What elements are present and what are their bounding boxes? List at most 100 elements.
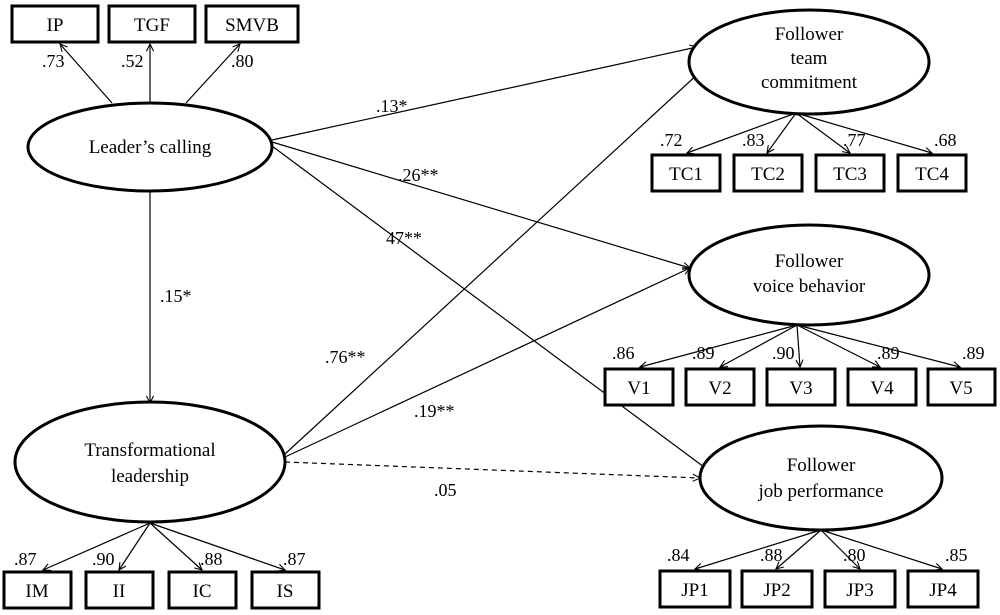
indicator-box-jp2: JP2: [740, 569, 814, 609]
structural-paths: [150, 47, 708, 478]
construct-label-leaders-calling: Leader’s calling: [89, 137, 212, 158]
loading-value-tc2: .83: [742, 130, 765, 150]
indicator-label-ic: IC: [193, 581, 212, 602]
loading-value-v5: .89: [962, 343, 985, 363]
path-calling-to-team-commitment: [271, 47, 697, 141]
loading-value-ip: .73: [42, 51, 65, 71]
loading-value-v1: .86: [612, 343, 635, 363]
loading-value-jp1: .84: [667, 545, 690, 565]
loading-value-is: .87: [283, 549, 306, 569]
indicator-box-v2: V2: [684, 367, 756, 407]
loading-line-jp3: [820, 529, 860, 569]
path-calling-to-voice: [271, 141, 690, 268]
coef-transformational-to-team-commitment: .76**: [325, 347, 366, 367]
indicator-box-is: IS: [250, 570, 321, 610]
indicator-label-smvb: SMVB: [225, 15, 279, 36]
coef-calling-to-team-commitment: .13*: [376, 96, 408, 116]
loading-line-ic: [149, 522, 202, 570]
loading-line-jp2: [776, 529, 822, 569]
path-transformational-to-job-performance: [284, 461, 700, 478]
construct-leaders-calling: Leader’s calling: [26, 101, 274, 193]
construct-label-transformational-line1: Transformational: [84, 440, 215, 461]
loading-line-is: [149, 522, 285, 570]
indicator-box-ip: IP: [10, 4, 100, 44]
loading-line-tc3: [795, 112, 850, 153]
indicator-label-jp2: JP2: [763, 580, 790, 601]
construct-transformational-leadership: Transformational leadership: [13, 400, 287, 524]
loading-value-v2: .89: [692, 343, 715, 363]
indicator-box-tc4: TC4: [896, 153, 968, 193]
coef-calling-to-job-performance: 47**: [386, 228, 422, 248]
coef-calling-to-transformational: .15*: [160, 286, 192, 306]
loading-line-tc2: [767, 112, 797, 153]
loading-line-v4: [796, 324, 880, 367]
indicator-label-tc3: TC3: [833, 164, 867, 185]
indicator-label-v5: V5: [949, 378, 972, 399]
loading-value-tc3: .77: [843, 130, 866, 150]
loading-line-v5: [796, 324, 960, 367]
loading-value-tc1: .72: [660, 130, 683, 150]
indicator-label-tc4: TC4: [915, 164, 949, 185]
path-transformational-to-team-commitment: [284, 72, 700, 455]
construct-team-commitment: Follower team commitment: [687, 8, 931, 116]
construct-label-job-performance-line1: Follower: [787, 455, 856, 476]
loading-value-ii: .90: [92, 549, 115, 569]
construct-label-transformational-line2: leadership: [111, 466, 189, 487]
loading-line-smvb: [185, 44, 240, 104]
coef-calling-to-voice: .26**: [398, 165, 439, 185]
loading-line-v1: [640, 324, 798, 367]
path-coefficients: .13* .26** 47** .15* .76** .19** .05: [160, 96, 457, 500]
indicator-label-tc2: TC2: [751, 164, 785, 185]
coef-transformational-to-voice: .19**: [414, 401, 455, 421]
indicator-label-ip: IP: [47, 15, 64, 36]
loading-value-smvb: .80: [231, 51, 254, 71]
loading-values: .73 .52 .80 .87 .90 .88 .87 .72 .83 .77 …: [14, 51, 985, 569]
loading-value-v4: .89: [877, 343, 900, 363]
loading-lines: [43, 44, 960, 570]
coef-transformational-to-job-performance: .05: [434, 480, 457, 500]
loading-line-v2: [720, 324, 798, 367]
loading-value-ic: .88: [200, 549, 223, 569]
indicator-box-jp3: JP3: [823, 569, 897, 609]
loading-line-tc4: [795, 112, 932, 153]
construct-label-team-commitment-line3: commitment: [761, 72, 858, 93]
construct-label-team-commitment-line1: Follower: [775, 24, 844, 45]
indicator-label-tc1: TC1: [669, 164, 703, 185]
construct-label-job-performance-line2: job performance: [757, 481, 883, 502]
indicator-label-v4: V4: [870, 378, 894, 399]
indicator-box-smvb: SMVB: [204, 4, 300, 44]
indicator-box-im: IM: [2, 570, 73, 610]
indicator-box-tc2: TC2: [732, 153, 804, 193]
indicator-label-v1: V1: [627, 378, 650, 399]
construct-label-team-commitment-line2: team: [791, 48, 828, 69]
indicator-label-v3: V3: [789, 378, 812, 399]
indicator-box-jp4: JP4: [906, 569, 980, 609]
loading-line-ii: [119, 522, 151, 570]
loading-value-v3: .90: [772, 343, 795, 363]
indicator-box-v4: V4: [846, 367, 918, 407]
construct-label-voice-line2: voice behavior: [753, 276, 866, 297]
indicator-label-jp3: JP3: [846, 580, 873, 601]
loading-line-im: [43, 522, 151, 570]
indicator-box-tc1: TC1: [650, 153, 722, 193]
indicator-box-jp1: JP1: [658, 569, 732, 609]
indicator-label-tgf: TGF: [134, 15, 170, 36]
loading-value-jp2: .88: [760, 545, 783, 565]
indicator-box-v5: V5: [926, 367, 997, 407]
indicator-box-tc3: TC3: [814, 153, 886, 193]
indicator-label-jp4: JP4: [929, 580, 957, 601]
indicator-box-ii: II: [84, 570, 155, 610]
indicator-box-ic: IC: [167, 570, 238, 610]
loading-value-tc4: .68: [934, 130, 957, 150]
indicator-box-tgf: TGF: [107, 4, 197, 44]
path-calling-to-job-performance: [271, 145, 708, 470]
path-transformational-to-voice: [284, 268, 690, 458]
indicator-label-is: IS: [277, 581, 294, 602]
indicator-label-im: IM: [25, 581, 48, 602]
loading-line-v3: [797, 324, 800, 367]
loading-value-jp4: .85: [945, 545, 968, 565]
construct-voice-behavior: Follower voice behavior: [687, 223, 931, 327]
indicator-label-v2: V2: [708, 378, 731, 399]
loading-line-ip: [60, 44, 113, 104]
